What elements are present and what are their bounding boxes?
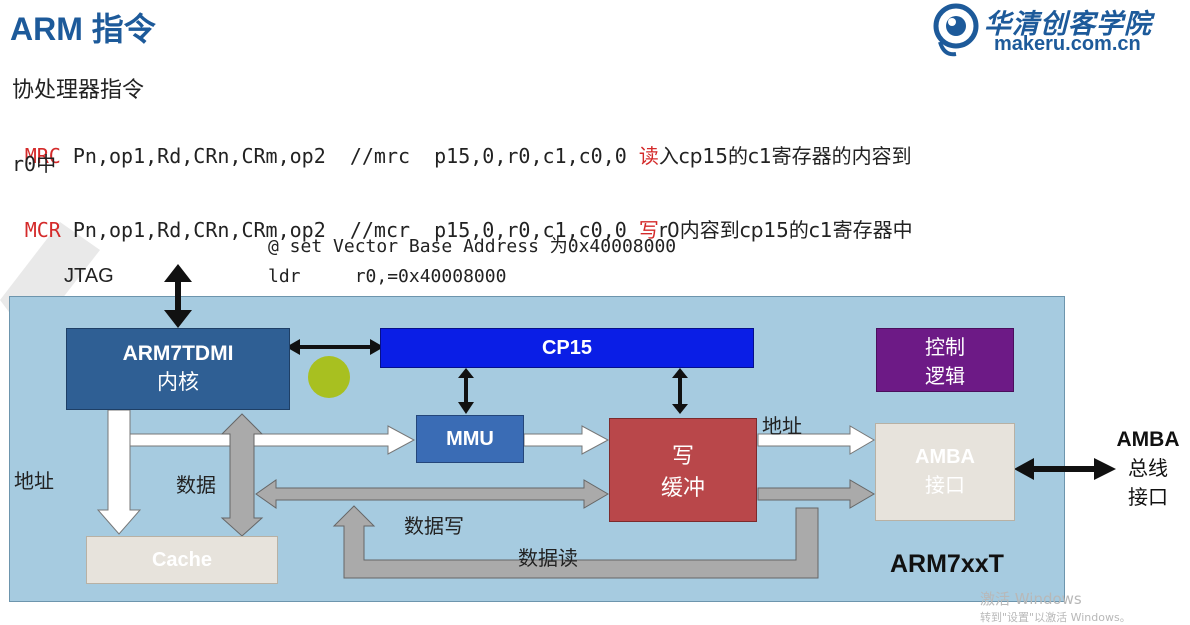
logo-url: makeru.com.cn [994, 33, 1141, 55]
pointer-dot [308, 356, 350, 398]
mrc-args: Pn,op1,Rd,CRn,CRm,op2 //mrc p15,0,r0,c1,… [60, 144, 639, 168]
core-cp15-arrow [286, 339, 384, 355]
amba-bus-line3: 接口 [1128, 485, 1168, 509]
jtag-label: JTAG [64, 265, 114, 287]
watermark-line1: 激活 Windows [980, 590, 1082, 608]
amba-bus-line2: 总线 [1128, 456, 1168, 480]
logo [928, 0, 1178, 60]
mmu-box: MMU [416, 415, 524, 463]
write-buffer-line1: 写 [671, 444, 694, 469]
control-line2: 逻辑 [925, 364, 965, 388]
amba-bus-arrow [1014, 458, 1116, 480]
data-vertical-arrow [220, 413, 264, 537]
core-title: ARM7TDMI [122, 342, 234, 365]
code-line-mcr: MCR Pn,op1,Rd,CRn,CRm,op2 //mcr p15,0,r0… [12, 190, 913, 243]
cp15-box: CP15 [380, 328, 754, 368]
address-label-left: 地址 [14, 469, 54, 493]
cp15-writebuffer-arrow [672, 368, 688, 414]
section-subtitle: 协处理器指令 [12, 78, 145, 103]
write-buffer-line2: 缓冲 [660, 476, 705, 501]
address-label-right: 地址 [762, 414, 802, 438]
data-read-label: 数据读 [518, 546, 578, 570]
address-to-cache-arrow [96, 409, 142, 535]
cache-label: Cache [151, 548, 213, 571]
data-write-label: 数据写 [404, 514, 464, 538]
mrc-mnemonic: MRC [24, 144, 61, 168]
amba-interface-box: AMBA 接口 [875, 423, 1015, 521]
amba-iface-line2: 接口 [925, 473, 965, 497]
writebuffer-to-amba-address-arrow [757, 425, 875, 455]
logo-name: 华清创客学院 [984, 9, 1152, 40]
code-line-ldr: ldr r0,=0x40008000 [268, 266, 507, 287]
data-read-arrow [332, 505, 819, 579]
mcr-args: Pn,op1,Rd,CRn,CRm,op2 //mcr p15,0,r0,c1,… [60, 218, 639, 242]
mmu-label: MMU [446, 427, 494, 450]
data-label: 数据 [176, 473, 216, 497]
arm7tdmi-core-box: ARM7TDMI 内核 [66, 328, 290, 410]
address-to-mmu-arrow [129, 425, 416, 455]
control-line1: 控制 [925, 335, 965, 359]
control-logic-box: 控制 逻辑 [876, 328, 1014, 392]
cp15-mmu-arrow [458, 368, 474, 414]
code-line-mrc: MRC Pn,op1,Rd,CRn,CRm,op2 //mrc p15,0,r0… [12, 116, 912, 169]
mrc-description: 入cp15的c1寄存器的内容到 [658, 144, 912, 168]
jtag-arrow [164, 264, 192, 328]
chip-name-label: ARM7xxT [890, 550, 1004, 578]
data-write-arrow [255, 479, 609, 509]
mcr-mnemonic: MCR [24, 218, 61, 242]
page-title: ARM 指令 [10, 11, 156, 47]
mmu-to-writebuffer-arrow [523, 425, 610, 455]
code-line-mrc-wrap: r0中 [12, 152, 57, 176]
mcr-description: r0内容到cp15的c1寄存器中 [658, 218, 913, 242]
amba-iface-line1: AMBA [915, 446, 975, 468]
code-comment-set-vector: @ set Vector Base Address 为0x40008000 [268, 236, 677, 257]
cp15-label: CP15 [541, 336, 593, 359]
writebuffer-to-amba-data-arrow [757, 479, 875, 509]
write-buffer-box: 写 缓冲 [609, 418, 757, 522]
cache-box: Cache [86, 536, 278, 584]
logo-mascot-icon [933, 3, 979, 57]
mcr-verb: 写 [638, 218, 659, 242]
watermark-line2: 转到"设置"以激活 Windows。 [980, 611, 1131, 624]
mrc-verb: 读 [638, 144, 659, 168]
amba-bus-label: AMBA 总线 接口 [1108, 428, 1188, 510]
core-subtitle: 内核 [157, 370, 199, 394]
windows-activation-watermark: 激活 Windows 转到"设置"以激活 Windows。 [980, 588, 1131, 625]
amba-bus-line1: AMBA [1116, 428, 1180, 451]
